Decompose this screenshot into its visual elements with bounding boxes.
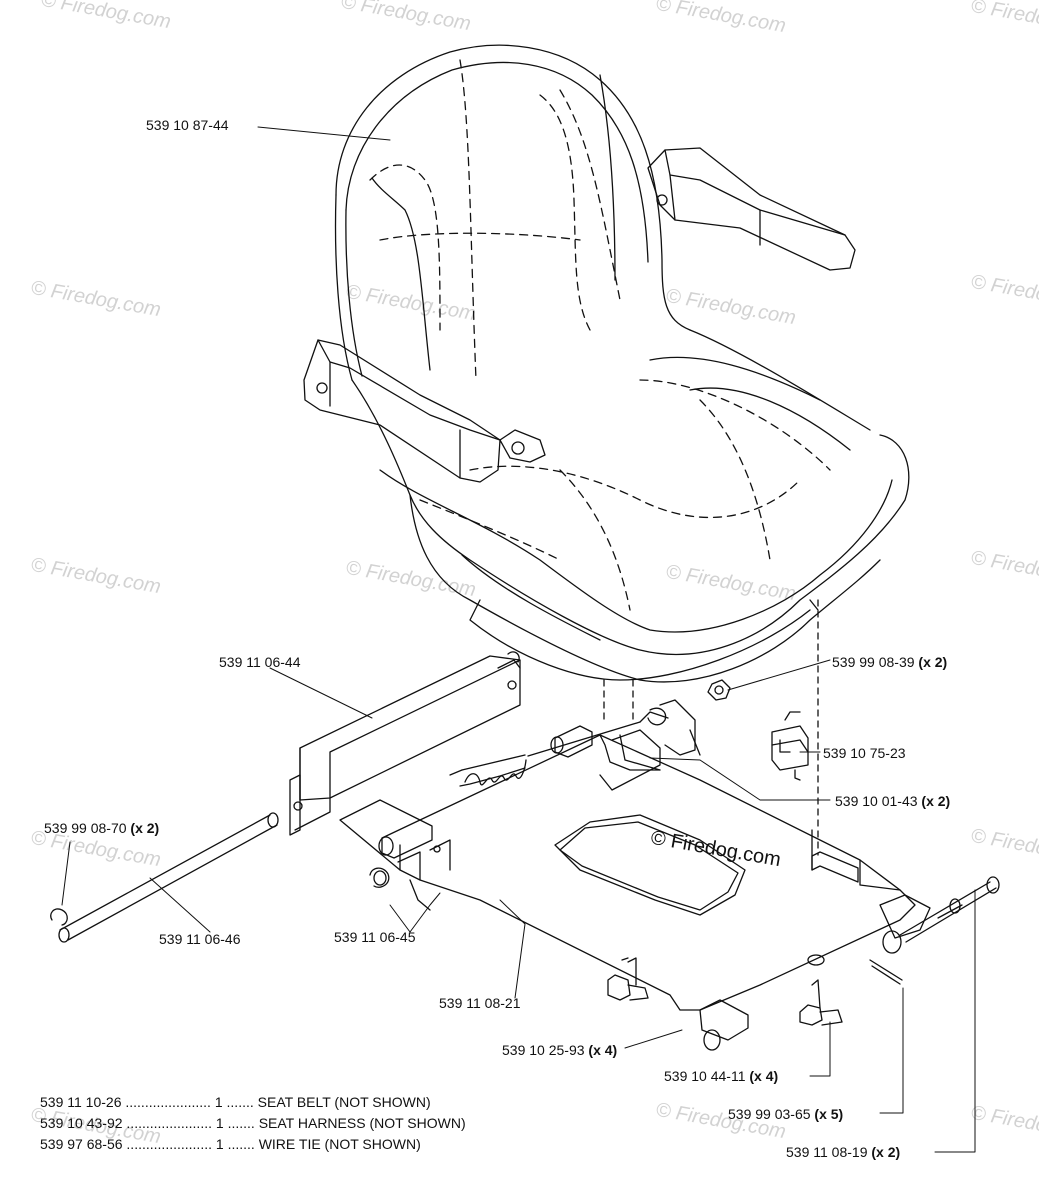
label-small-knob: 539 10 25-93 (x 4)	[502, 1042, 617, 1058]
shaft-part	[899, 876, 1000, 943]
note-leader-dots: ......................	[126, 1136, 212, 1152]
label-base-plate: 539 11 08-21	[439, 995, 521, 1011]
seat-illustration	[303, 44, 910, 683]
small-knob-part	[607, 957, 649, 1001]
label-pin-qty: (x 5)	[814, 1106, 844, 1122]
label-shaft-number: 539 11 08-19	[786, 1144, 868, 1160]
label-spring: 539 11 06-45	[334, 929, 416, 945]
not-shown-parts-list: 539 11 10-26 ...................... 1 ..…	[40, 1092, 466, 1155]
label-small-knob-number: 539 10 25-93	[502, 1042, 585, 1058]
label-bushing: 539 10 01-43 (x 2)	[835, 793, 950, 809]
note-part-number: 539 97 68-56	[40, 1136, 123, 1152]
label-shaft-qty: (x 2)	[871, 1144, 901, 1160]
notes-row: 539 10 43-92 ...................... 1 ..…	[40, 1113, 466, 1134]
label-left-rail: 539 11 06-44	[219, 654, 301, 670]
label-pin-number: 539 99 03-65	[728, 1106, 811, 1122]
upper-spring-rod	[527, 711, 669, 757]
note-description: SEAT HARNESS (NOT SHOWN)	[258, 1115, 466, 1131]
nut-part	[707, 679, 731, 701]
leader-lines	[61, 126, 976, 1153]
note-leader-dots: .......	[227, 1115, 255, 1131]
label-knob-qty: (x 4)	[749, 1068, 779, 1084]
label-bushing-qty: (x 2)	[921, 793, 951, 809]
knob-part	[799, 954, 843, 1026]
note-part-number: 539 10 43-92	[40, 1115, 123, 1131]
label-pin: 539 99 03-65 (x 5)	[728, 1106, 843, 1122]
label-small-knob-qty: (x 4)	[588, 1042, 618, 1058]
e-clip-part	[50, 908, 68, 926]
spring-part	[449, 754, 527, 787]
note-leader-dots: .......	[226, 1094, 254, 1110]
label-seat-switch: 539 10 75-23	[823, 745, 906, 761]
label-shaft: 539 11 08-19 (x 2)	[786, 1144, 900, 1160]
label-knob: 539 10 44-11 (x 4)	[664, 1068, 778, 1084]
notes-row: 539 97 68-56 ...................... 1 ..…	[40, 1134, 466, 1155]
label-nut-qty: (x 2)	[918, 654, 948, 670]
note-leader-dots: .......	[227, 1136, 255, 1152]
base-plate-part	[339, 734, 931, 1051]
seat-switch-part	[771, 711, 809, 781]
note-qty: 1	[214, 1094, 223, 1110]
label-e-clip-qty: (x 2)	[130, 820, 160, 836]
note-description: SEAT BELT (NOT SHOWN)	[257, 1094, 431, 1110]
left-rail-part	[289, 651, 521, 836]
label-e-clip: 539 99 08-70 (x 2)	[44, 820, 159, 836]
note-qty: 1	[215, 1136, 224, 1152]
label-nut-number: 539 99 08-39	[832, 654, 915, 670]
spring-bushing-part	[369, 819, 433, 911]
note-qty: 1	[215, 1115, 224, 1131]
label-rod: 539 11 06-46	[159, 931, 241, 947]
label-seat: 539 10 87-44	[146, 117, 229, 133]
right-bracket-part	[599, 699, 701, 791]
notes-row: 539 11 10-26 ...................... 1 ..…	[40, 1092, 466, 1113]
note-description: WIRE TIE (NOT SHOWN)	[258, 1136, 421, 1152]
note-part-number: 539 11 10-26	[40, 1094, 122, 1110]
pin-part	[869, 959, 903, 985]
label-e-clip-number: 539 99 08-70	[44, 820, 127, 836]
note-leader-dots: ......................	[125, 1094, 211, 1110]
label-nut: 539 99 08-39 (x 2)	[832, 654, 947, 670]
label-bushing-number: 539 10 01-43	[835, 793, 918, 809]
rod-part	[58, 812, 279, 943]
note-leader-dots: ......................	[126, 1115, 212, 1131]
label-knob-number: 539 10 44-11	[664, 1068, 746, 1084]
